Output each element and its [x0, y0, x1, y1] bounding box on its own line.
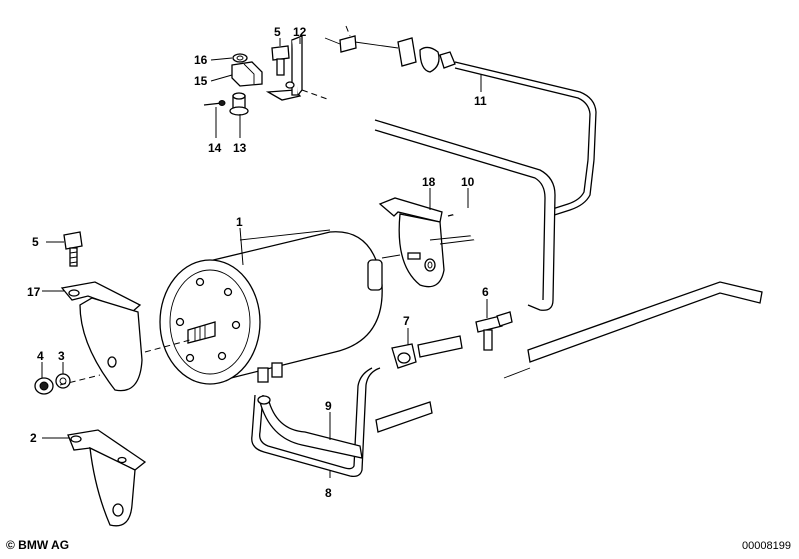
- clip-15[interactable]: [231, 61, 263, 87]
- label-part-16: 16: [194, 53, 208, 67]
- diagram-number: 00008199: [742, 540, 791, 552]
- label-part-6: 6: [482, 285, 489, 299]
- label-part-9: 9: [325, 399, 332, 413]
- label-part-14: 14: [208, 141, 222, 155]
- lock-washer-3[interactable]: [55, 373, 71, 389]
- leader-lines: [41, 25, 488, 478]
- label-part-2: 2: [30, 431, 37, 445]
- mounting-bracket-17[interactable]: [60, 281, 143, 392]
- hex-nut-4[interactable]: [34, 377, 54, 395]
- hex-bolt-5-top[interactable]: [271, 45, 290, 76]
- label-part-4: 4: [37, 349, 44, 363]
- label-part-12: 12: [293, 25, 307, 39]
- label-part-10: 10: [461, 175, 475, 189]
- vacuum-hose-9[interactable]: [257, 395, 363, 459]
- brand-copyright: © BMW AG: [6, 538, 70, 552]
- t-connector-6[interactable]: [475, 311, 513, 351]
- label-part-18: 18: [422, 175, 436, 189]
- spacer-16[interactable]: [232, 53, 248, 63]
- label-part-5-left: 5: [32, 235, 39, 249]
- vacuum-canister[interactable]: [159, 229, 383, 385]
- label-part-17: 17: [27, 285, 41, 299]
- hose-7[interactable]: [391, 335, 463, 369]
- label-part-7: 7: [403, 314, 410, 328]
- grommet-13[interactable]: [229, 92, 249, 116]
- hex-bolt-5-left[interactable]: [63, 231, 83, 267]
- label-part-1: 1: [236, 215, 243, 229]
- bracket-18[interactable]: [378, 197, 445, 288]
- part-labels: 1 2 3 4 5 5 6 7 8 9 10 11 12 13 14 15 16…: [27, 25, 489, 500]
- label-part-11: 11: [474, 94, 487, 108]
- label-part-8: 8: [325, 486, 332, 500]
- bracket-12[interactable]: [265, 35, 303, 101]
- label-part-13: 13: [233, 141, 247, 155]
- screw-14[interactable]: [203, 100, 226, 106]
- mounting-bracket-2[interactable]: [67, 429, 147, 527]
- vacuum-pipe-long[interactable]: [374, 119, 763, 433]
- label-part-3: 3: [58, 349, 65, 363]
- label-part-15: 15: [194, 74, 208, 88]
- label-part-5-top: 5: [274, 25, 281, 39]
